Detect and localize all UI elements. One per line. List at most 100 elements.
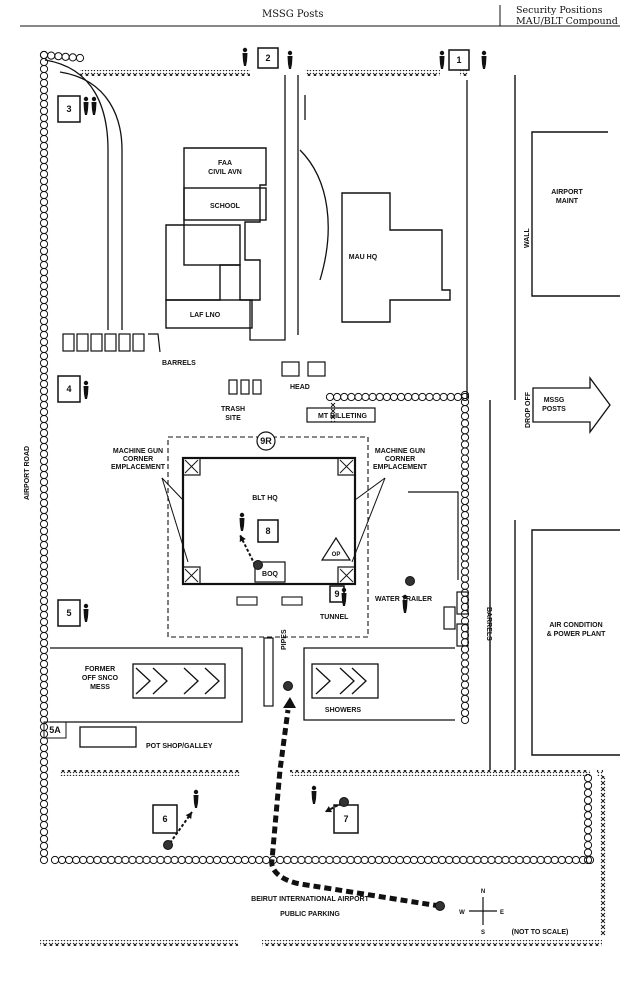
post-number-5: 5 [66, 608, 71, 618]
concertina-wire-left [39, 50, 85, 865]
coil-loop [543, 855, 552, 865]
coil-loop [381, 855, 390, 865]
coil-loop [460, 468, 470, 477]
coil-loop [39, 155, 49, 165]
coil-loop [39, 785, 49, 795]
coil-loop [39, 799, 49, 809]
label-mg-left2: CORNER [123, 456, 153, 463]
coil-loop [39, 645, 49, 655]
coil-loop [39, 379, 49, 389]
coil-loop [39, 694, 49, 704]
coil-loop [583, 803, 593, 812]
coil-loop [39, 512, 49, 522]
coil-loop [39, 652, 49, 662]
post-number-3: 3 [66, 104, 71, 114]
label-ac2: & POWER PLANT [547, 631, 606, 638]
barrel [104, 333, 117, 352]
coil-loop [39, 204, 49, 214]
coil-loop [39, 148, 49, 158]
barbed-wire [40, 940, 238, 946]
coil-loop [198, 855, 207, 865]
post-box-2 [257, 47, 279, 69]
coil-loop [354, 392, 363, 402]
coil-loop [39, 218, 49, 228]
coil-loop [39, 820, 49, 830]
label-mg-right1: MACHINE GUN [375, 448, 425, 455]
coil-loop [297, 855, 306, 865]
compass-icon [469, 897, 497, 925]
post-box-5 [57, 599, 81, 627]
coil-loop [325, 855, 334, 865]
coil-loop [39, 372, 49, 382]
label-public-parking: PUBLIC PARKING [280, 911, 340, 918]
blt-hq-compound [161, 431, 386, 638]
coil-loop [39, 295, 49, 305]
barrel [76, 333, 89, 352]
coil-loop [93, 855, 102, 865]
coil-loop [39, 673, 49, 683]
coil-loop [325, 392, 335, 402]
coil-loop [75, 53, 85, 63]
coil-loop [39, 547, 49, 557]
coil-loop [39, 659, 49, 669]
coil-loop [219, 855, 229, 865]
concertina-wire-right [325, 390, 593, 865]
coil-loop [418, 392, 427, 402]
coil-loop [191, 855, 200, 865]
coil-loop [340, 392, 349, 402]
coil-loop [460, 666, 470, 675]
truck-arrowhead [283, 697, 296, 708]
vehicle-marker [435, 901, 445, 911]
coil-loop [508, 855, 517, 865]
truck-bomb-route [269, 709, 441, 909]
coil-loop [39, 533, 49, 543]
coil-loop [564, 855, 573, 865]
coil-loop [39, 680, 49, 690]
post-number-9: 9 [334, 589, 339, 599]
coil-loop [39, 701, 49, 711]
barrel-bracket [148, 333, 161, 353]
coil-loop [460, 560, 470, 569]
coil-loop [39, 435, 49, 445]
coil-loop [156, 855, 165, 865]
barbed-wire [460, 70, 468, 76]
coil-loop [374, 855, 383, 865]
coil-loop [142, 855, 151, 865]
sentry-icon [242, 47, 248, 66]
sentry-icon [287, 50, 293, 69]
sentry-figures [83, 47, 487, 911]
coil-loop [460, 447, 470, 456]
coil-loop [446, 392, 455, 402]
coil-loop [276, 855, 285, 865]
barrel [132, 333, 145, 352]
coil-loop [248, 855, 257, 865]
label-mg-left3: EMPLACEMENT [111, 464, 166, 471]
coil-loop [39, 477, 49, 487]
coil-loop [460, 412, 470, 421]
coil-loop [39, 407, 49, 417]
coil-loop [240, 855, 250, 865]
label-ac1: AIR CONDITION [549, 622, 602, 629]
coil-loop [39, 631, 49, 641]
coil-loop [460, 687, 470, 696]
coil-loop [557, 855, 566, 865]
coil-loop [170, 855, 179, 865]
coil-loop [39, 617, 49, 627]
coil-loop [382, 392, 391, 402]
coil-loop [39, 50, 49, 60]
coil-loop [79, 855, 88, 865]
label-pipes: PIPES [281, 629, 288, 650]
coil-loop [460, 419, 470, 428]
coil-loop [432, 392, 441, 402]
coil-loop [39, 267, 49, 277]
coil-loop [39, 120, 49, 130]
movement-arrow [169, 811, 193, 844]
barbed-wire [290, 770, 590, 776]
coil-loop [163, 855, 172, 865]
coil-loop [39, 463, 49, 473]
label-former3: MESS [90, 684, 110, 691]
coil-loop [332, 855, 341, 865]
coil-loop [368, 392, 377, 402]
vehicle-marker [163, 840, 173, 850]
